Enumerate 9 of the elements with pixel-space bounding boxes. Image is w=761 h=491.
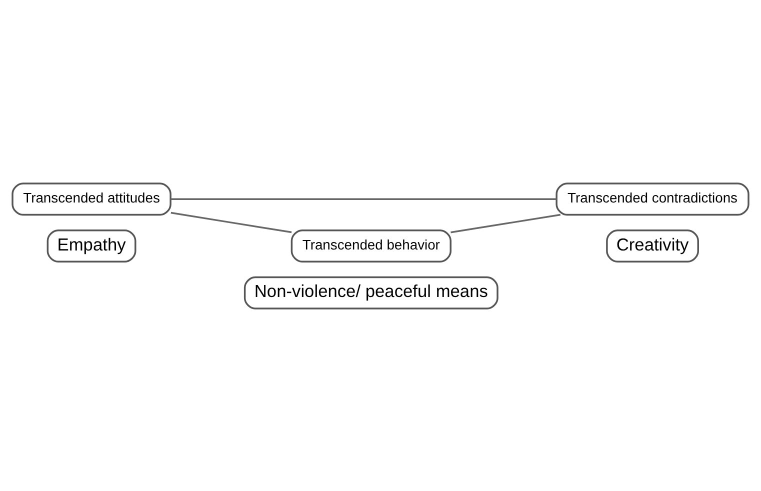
connector [170,211,292,233]
node-box: Non-violence/ peaceful means [244,276,498,309]
node-box: Empathy [46,229,136,262]
connector [170,198,557,200]
node-box: Transcended contradictions [556,182,750,216]
node-box: Creativity [606,229,699,262]
node-box: Transcended behavior [290,229,452,262]
connector [450,213,561,233]
node-box: Transcended attitudes [12,182,172,216]
